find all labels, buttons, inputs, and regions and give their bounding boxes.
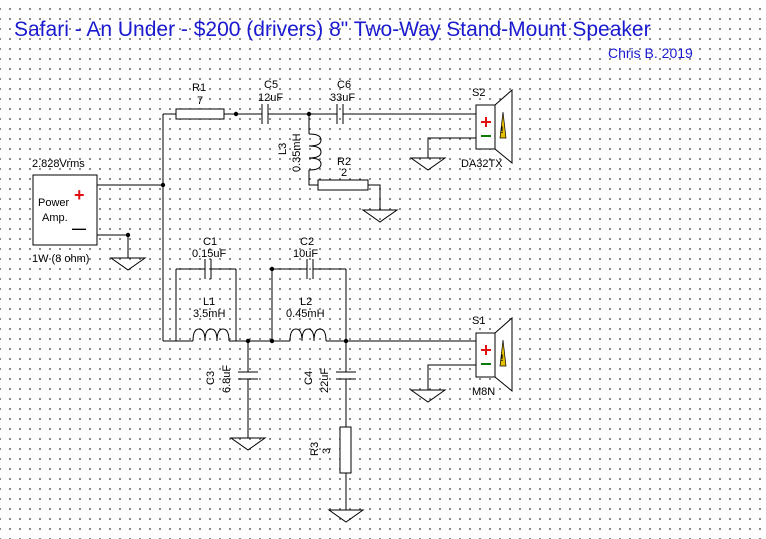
r3-value: 3	[321, 448, 333, 454]
amp-label-line2: Amp.	[42, 212, 68, 224]
c4-name: C4	[303, 371, 315, 385]
c1-value: 0.15uF	[192, 248, 227, 260]
ground-icon	[361, 209, 399, 223]
l3-name: L3	[277, 143, 289, 155]
l1-name: L1	[203, 296, 215, 308]
inductor-l1: L1 3.5mH	[176, 296, 272, 342]
c5-value: 12uF	[258, 92, 283, 104]
c6-name: C6	[337, 79, 351, 91]
ground-icon	[229, 437, 267, 451]
c2-name: C2	[300, 236, 314, 248]
ground-icon	[109, 257, 147, 271]
s2-model: DA32TX	[461, 158, 503, 170]
resistor-r2: R2 2	[317, 156, 381, 210]
r3-name: R3	[309, 442, 321, 456]
capacitor-c4: C4 22uF	[303, 341, 356, 427]
capacitor-c1: C1 0.15uF	[176, 236, 236, 279]
inductor-l2: L2 0.45mH	[272, 296, 476, 342]
c5-name: C5	[264, 79, 278, 91]
c6-value: 33uF	[330, 92, 355, 104]
power-amp: 2.828Vrms Power Amp. + — 1W (8 ohm)	[32, 158, 98, 265]
svg-text:!: !	[501, 125, 504, 135]
ground-icon	[409, 157, 447, 171]
l2-name: L2	[300, 296, 312, 308]
capacitor-c6: C6 33uF	[330, 79, 355, 124]
l1-value: 3.5mH	[193, 308, 225, 320]
warning-icon: !	[499, 339, 507, 367]
capacitor-c3: C3 6.8uF	[205, 341, 258, 438]
inductor-l3: L3 0.35mH	[277, 114, 322, 186]
r2-name: R2	[337, 156, 351, 168]
ground-icon	[409, 389, 447, 403]
l3-value: 0.35mH	[291, 133, 303, 172]
source-voltage: 2.828Vrms	[32, 158, 85, 170]
power-amp-box	[32, 174, 98, 246]
warning-icon: !	[499, 111, 507, 139]
schematic-title: Safari - An Under - $200 (drivers) 8" Tw…	[14, 18, 651, 41]
resistor-r1: R1 7	[175, 82, 225, 120]
c3-value: 6.8uF	[221, 365, 233, 393]
l2-value: 0.45mH	[286, 308, 325, 320]
r2-value: 2	[341, 167, 347, 179]
speaker-icon	[475, 88, 513, 165]
c3-name: C3	[205, 371, 217, 385]
c4-value: 22uF	[319, 368, 331, 393]
s1-model: M8N	[472, 386, 495, 398]
amp-power-rating: 1W (8 ohm)	[32, 253, 89, 265]
amp-plus-terminal: +	[74, 185, 85, 205]
svg-text:!: !	[501, 353, 504, 363]
amp-minus-terminal: —	[72, 220, 86, 236]
s2-name: S2	[472, 87, 485, 99]
speaker-s2: S2 DA32TX !	[461, 87, 513, 170]
s1-name: S1	[472, 315, 485, 327]
r1-name: R1	[192, 82, 206, 94]
amp-wiring	[97, 113, 176, 341]
c2-value: 10uF	[293, 248, 318, 260]
r1-value: 7	[197, 95, 203, 107]
ground-icon	[327, 509, 365, 523]
speaker-icon	[475, 316, 513, 393]
speaker-s1: S1 M8N !	[472, 315, 513, 398]
author-credit: Chris B. 2019	[608, 45, 693, 61]
capacitor-c5: C5 12uF	[258, 79, 283, 124]
c1-name: C1	[203, 236, 217, 248]
amp-label-line1: Power	[38, 197, 70, 209]
resistor-r3: R3 3	[309, 426, 352, 510]
capacitor-c2: C2 10uF	[272, 236, 346, 279]
